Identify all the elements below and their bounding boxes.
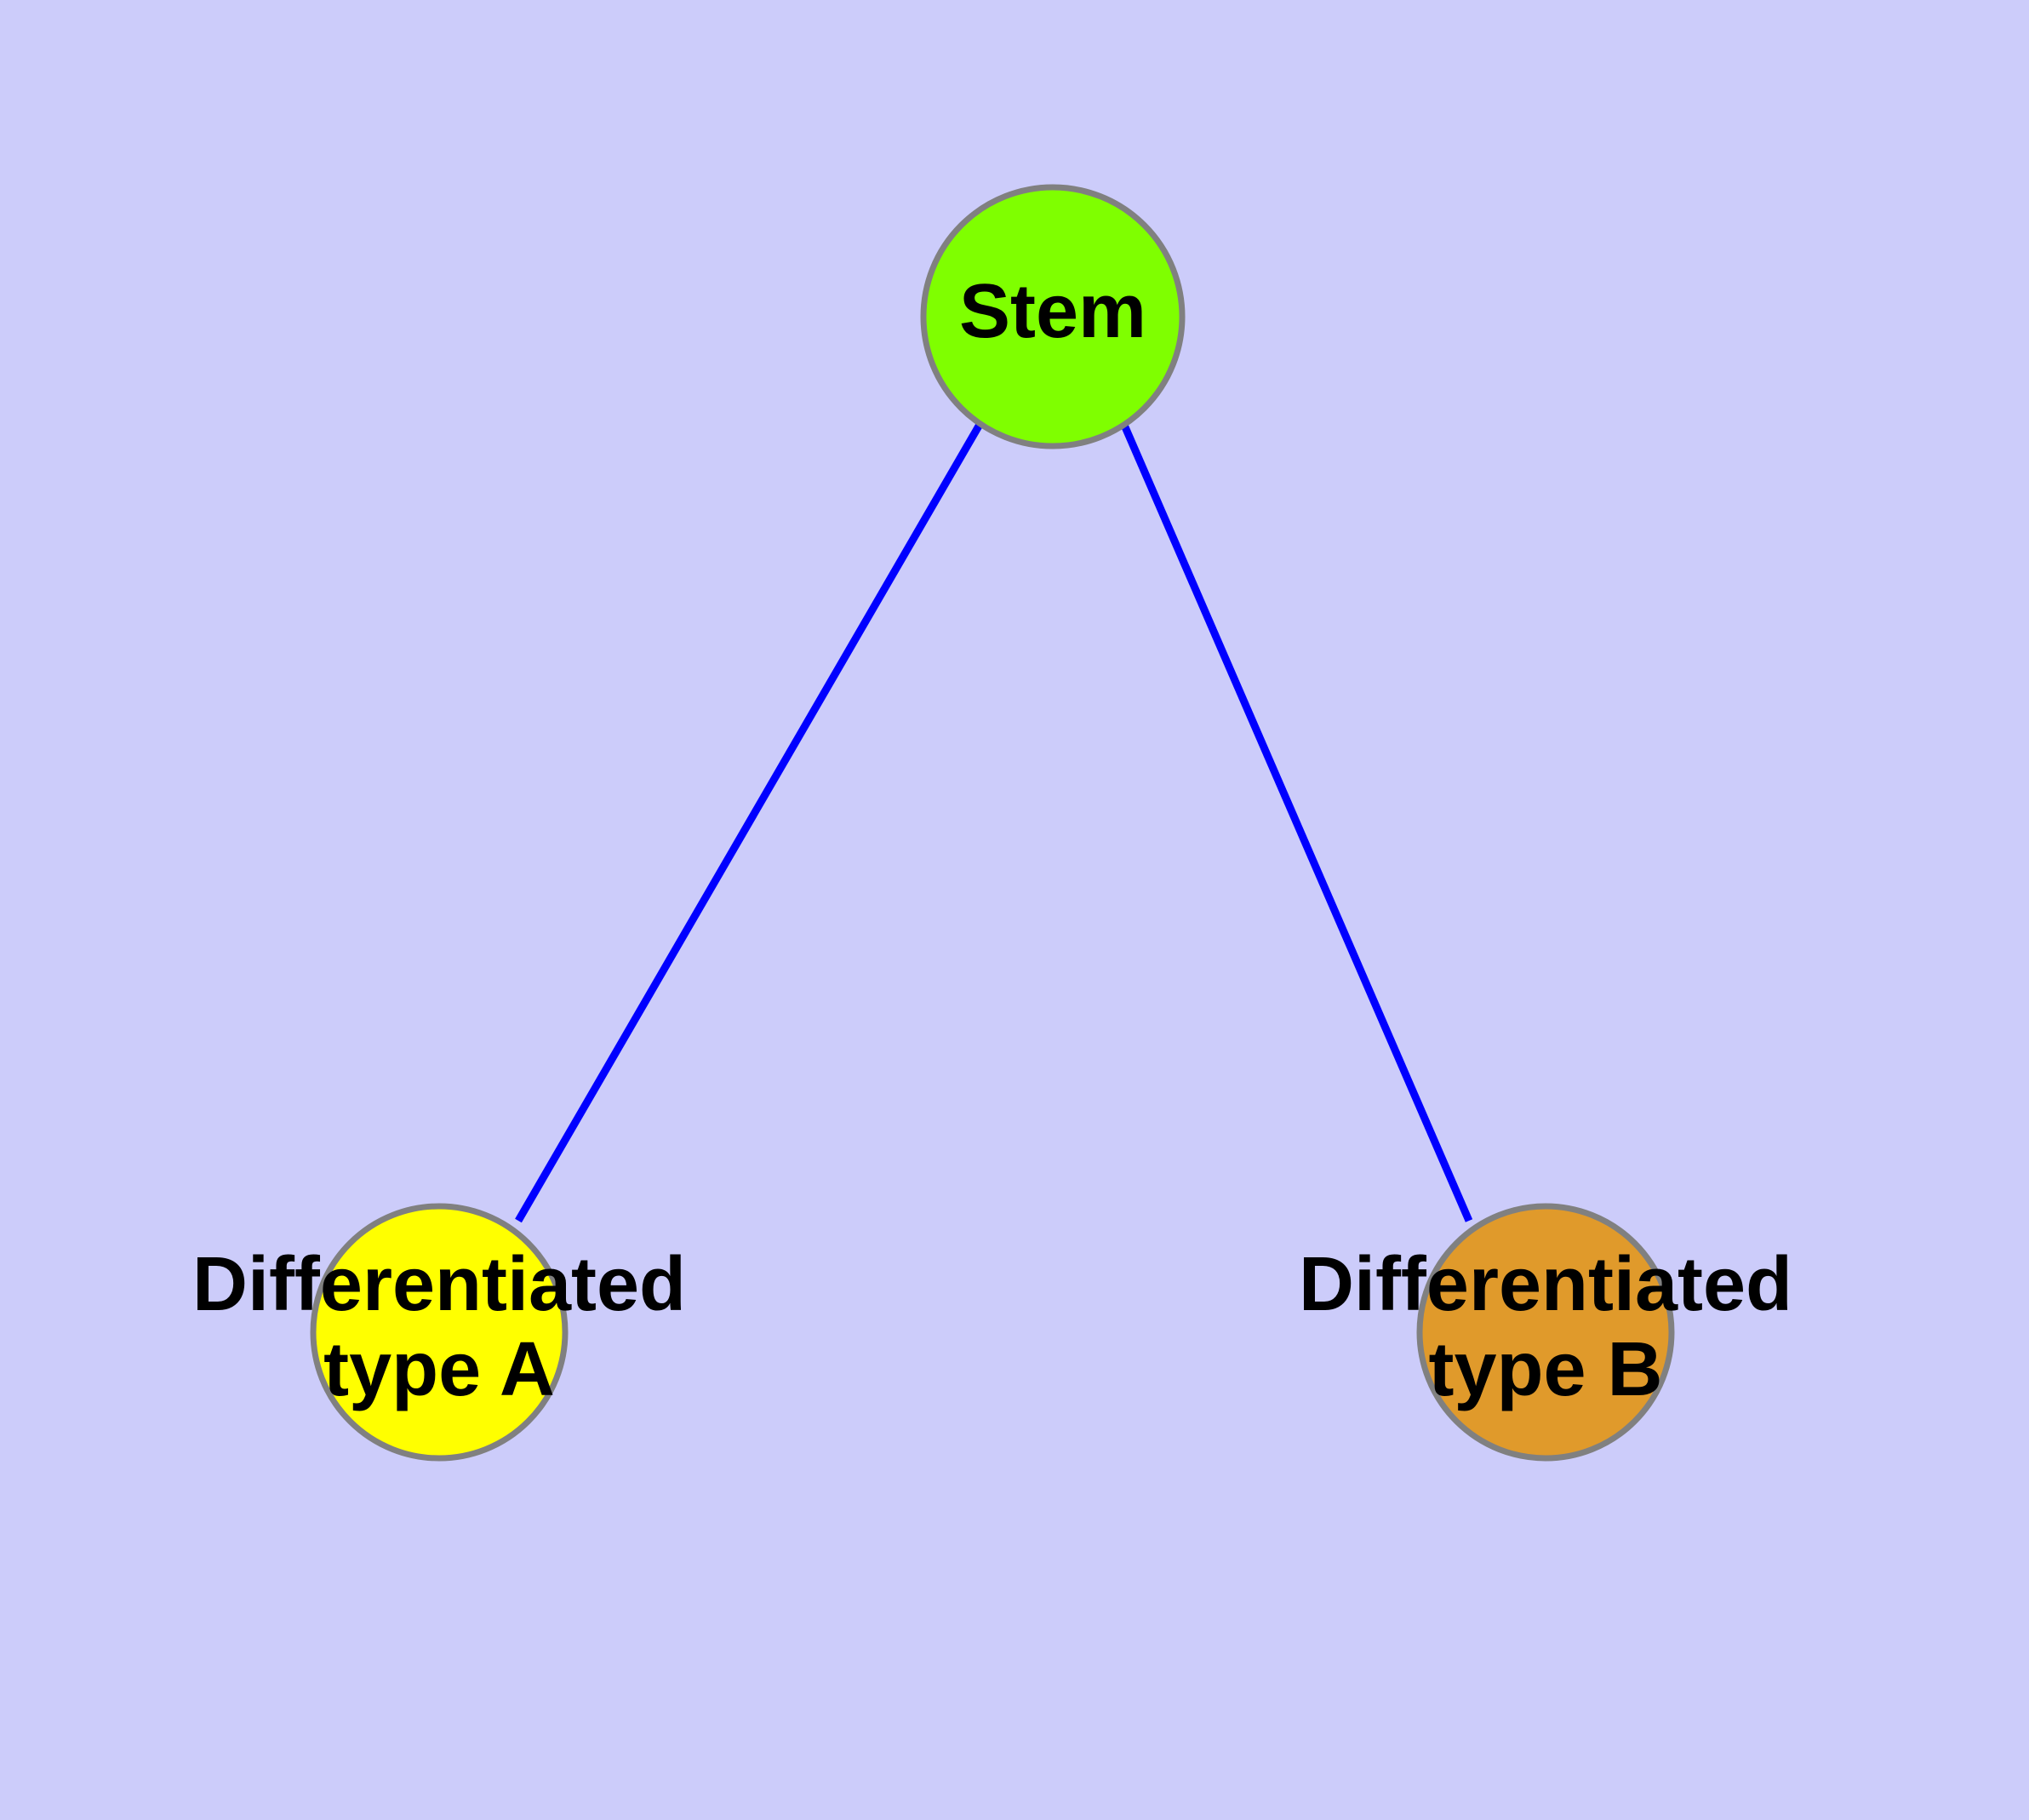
node-label-line: Differentiated [192,1242,686,1327]
node-label-line: Differentiated [1299,1242,1792,1327]
edge-layer [515,421,1473,1223]
stem-node-circle[interactable] [920,184,1186,449]
edge-stem-to-differentiated-type-a[interactable] [515,421,984,1223]
differentiated-type-b-node-circle[interactable] [1416,1203,1675,1462]
edge-stem-to-differentiated-type-b[interactable] [1119,421,1473,1222]
node-differentiated-type-b[interactable] [1416,1203,1675,1462]
node-label-line: Stem [959,269,1146,354]
stem-node-label: Stem [959,269,1146,354]
node-label-line: type B [1428,1327,1662,1412]
differentiated-type-a-node-circle[interactable] [310,1203,569,1462]
node-stem[interactable] [920,184,1186,449]
node-differentiated-type-a[interactable] [310,1203,569,1462]
node-label-line: type A [323,1327,555,1412]
node-layer [310,184,1675,1462]
